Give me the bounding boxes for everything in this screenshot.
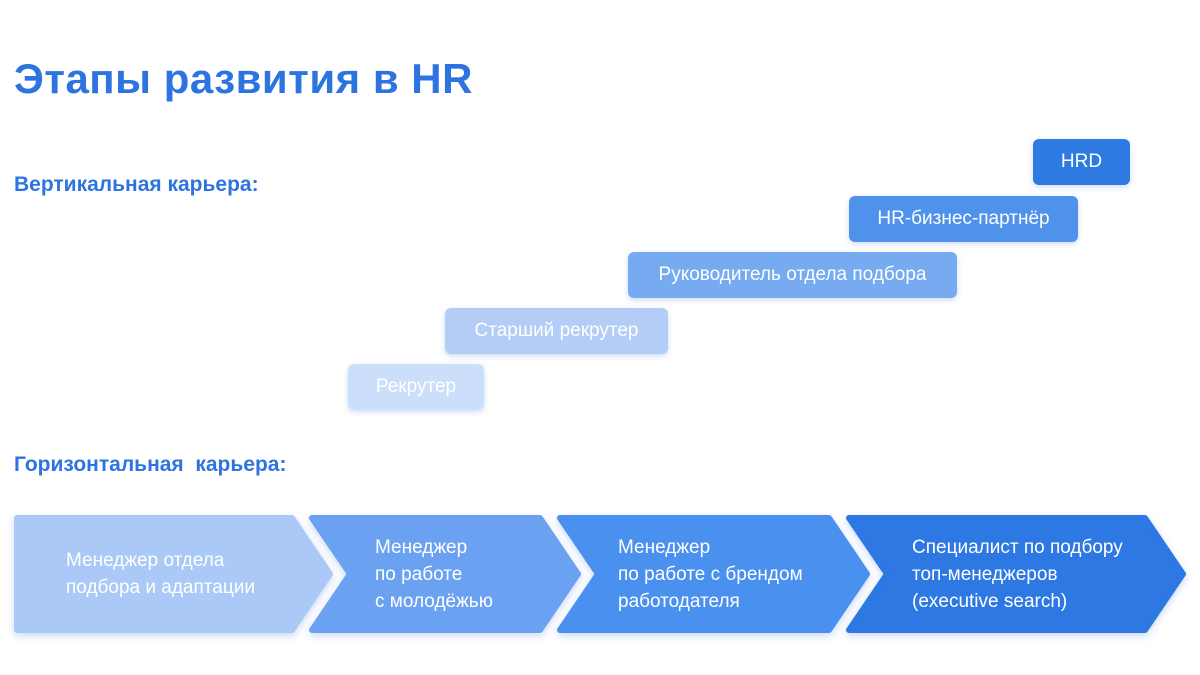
vertical-step-hr-business-partner: HR-бизнес-партнёр bbox=[849, 196, 1078, 242]
vertical-step-hrd: HRD bbox=[1033, 139, 1130, 185]
page-title: Этапы развития в HR bbox=[14, 55, 473, 102]
chevron-arrows-graphic bbox=[14, 515, 1186, 633]
horizontal-stage-executive-search-specialist: Специалист по подбору топ-менеджеров (ex… bbox=[912, 536, 1123, 612]
chevron-arrow-shape-4 bbox=[846, 515, 1186, 633]
horizontal-stage-employer-brand-manager: Менеджер по работе с брендом работодател… bbox=[618, 536, 803, 612]
vertical-career-label: Вертикальная карьера: bbox=[14, 173, 259, 196]
chevron-arrow-shape-3 bbox=[557, 515, 870, 633]
horizontal-stage-recruitment-and-adaptation-manager: Менеджер отдела подбора и адаптации bbox=[66, 550, 255, 598]
vertical-step-senior-recruiter: Старший рекрутер bbox=[445, 308, 668, 354]
horizontal-career-diagram: Менеджер отдела подбора и адаптации Мене… bbox=[14, 515, 1190, 633]
vertical-step-head-of-recruitment: Руководитель отдела подбора bbox=[628, 252, 957, 298]
horizontal-career-label: Горизонтальная карьера: bbox=[14, 453, 287, 476]
vertical-step-recruiter: Рекрутер bbox=[348, 364, 484, 410]
chevron-arrow-shape-1 bbox=[14, 515, 333, 633]
chevron-arrow-shape-2 bbox=[309, 515, 581, 633]
horizontal-stage-youth-work-manager: Менеджер по работе с молодёжью bbox=[375, 536, 493, 612]
